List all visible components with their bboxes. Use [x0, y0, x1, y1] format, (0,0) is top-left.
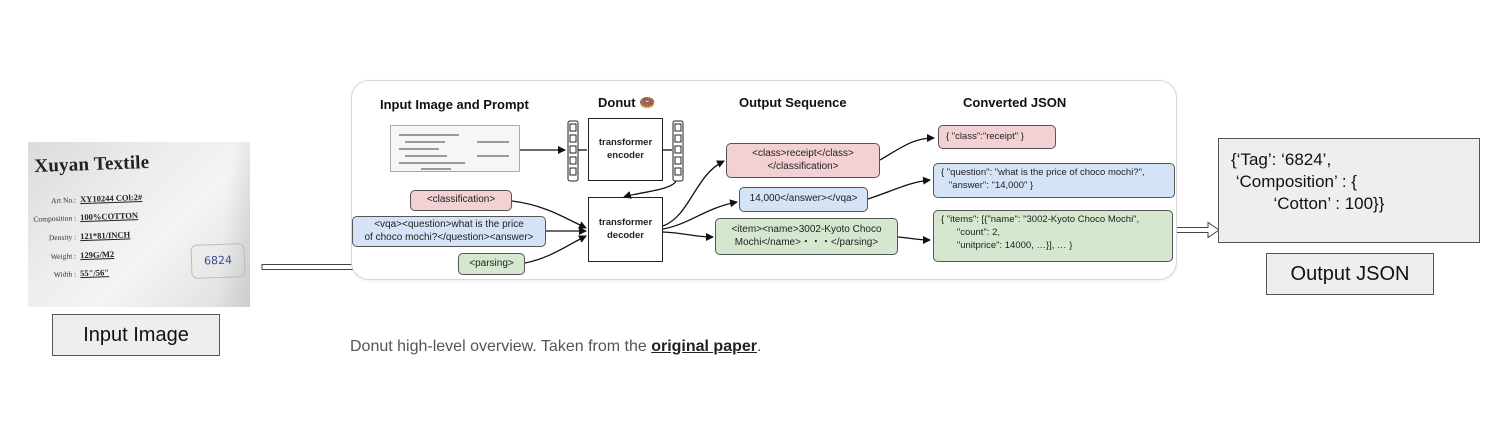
decoder-to-items-arrow — [662, 231, 714, 241]
token — [569, 123, 577, 132]
panel-to-output-arrow — [1173, 221, 1220, 239]
decoder-to-answer-arrow — [662, 199, 738, 230]
receipt-line — [477, 155, 509, 157]
header-output-sequence: Output Sequence — [739, 95, 847, 110]
encoder-to-decoder-arrow — [623, 180, 677, 199]
output-json-label: Output JSON — [1266, 253, 1434, 295]
header-donut: Donut 🍩 — [598, 95, 656, 110]
parsing-to-decoder-arrow — [524, 235, 587, 264]
items-to-json-arrow — [897, 235, 931, 244]
header-converted-json: Converted JSON — [963, 95, 1067, 110]
token — [674, 167, 682, 176]
caption-text: Donut high-level overview. Taken from th… — [350, 338, 652, 355]
token — [569, 145, 577, 154]
token — [674, 134, 682, 143]
transformer-encoder: transformer encoder — [588, 118, 663, 181]
answer-to-json-arrow — [867, 176, 931, 200]
receipt-line — [421, 168, 451, 170]
encoder-label: transformer encoder — [598, 137, 653, 161]
class-to-json-arrow — [879, 134, 935, 161]
answer-output: 14,000</answer></vqa> — [739, 187, 868, 212]
token — [569, 156, 577, 165]
input-photo: Xuyan Textile Art No.:XY10244 COl:2# Com… — [28, 142, 250, 307]
header-input-prompt: Input Image and Prompt — [380, 97, 529, 112]
items-output: <item><name>3002-Kyoto Choco Mochi</name… — [715, 218, 898, 255]
token — [569, 167, 577, 176]
decoder-label: transformer decoder — [598, 217, 653, 241]
items-json: { "items": [{"name": "3002-Kyoto Choco M… — [933, 210, 1173, 262]
token — [674, 156, 682, 165]
vqa-prompt: <vqa><question>what is the price of choc… — [352, 216, 546, 247]
input-image-label: Input Image — [52, 314, 220, 356]
receipt-line — [399, 134, 459, 136]
encoder-input-tokens — [567, 120, 579, 182]
classification-prompt: <classification> — [410, 190, 512, 211]
token — [569, 134, 577, 143]
class-output: <class>receipt</class> </classification> — [726, 143, 880, 178]
encoder-output-tokens — [672, 120, 684, 182]
token — [674, 123, 682, 132]
caption-end: . — [757, 338, 762, 355]
receipt-thumbnail — [390, 125, 520, 172]
original-paper-link[interactable]: original paper — [651, 338, 757, 355]
vqa-json: { "question": "what is the price of choc… — [933, 163, 1175, 198]
decoder-to-class-arrow — [662, 160, 725, 227]
receipt-line — [477, 141, 509, 143]
receipt-line — [405, 141, 445, 143]
parsing-prompt: <parsing> — [458, 253, 525, 275]
receipt-line — [405, 155, 447, 157]
output-json-box: {‘Tag’: ‘6824’, ‘Composition’ : { ‘Cotto… — [1218, 138, 1480, 243]
receipt-line — [399, 148, 439, 150]
figure-caption: Donut high-level overview. Taken from th… — [350, 338, 761, 356]
classification-to-decoder-arrow — [511, 200, 587, 229]
receipt-line — [399, 162, 465, 164]
token — [674, 145, 682, 154]
class-json: { "class":"receipt" } — [938, 125, 1056, 149]
